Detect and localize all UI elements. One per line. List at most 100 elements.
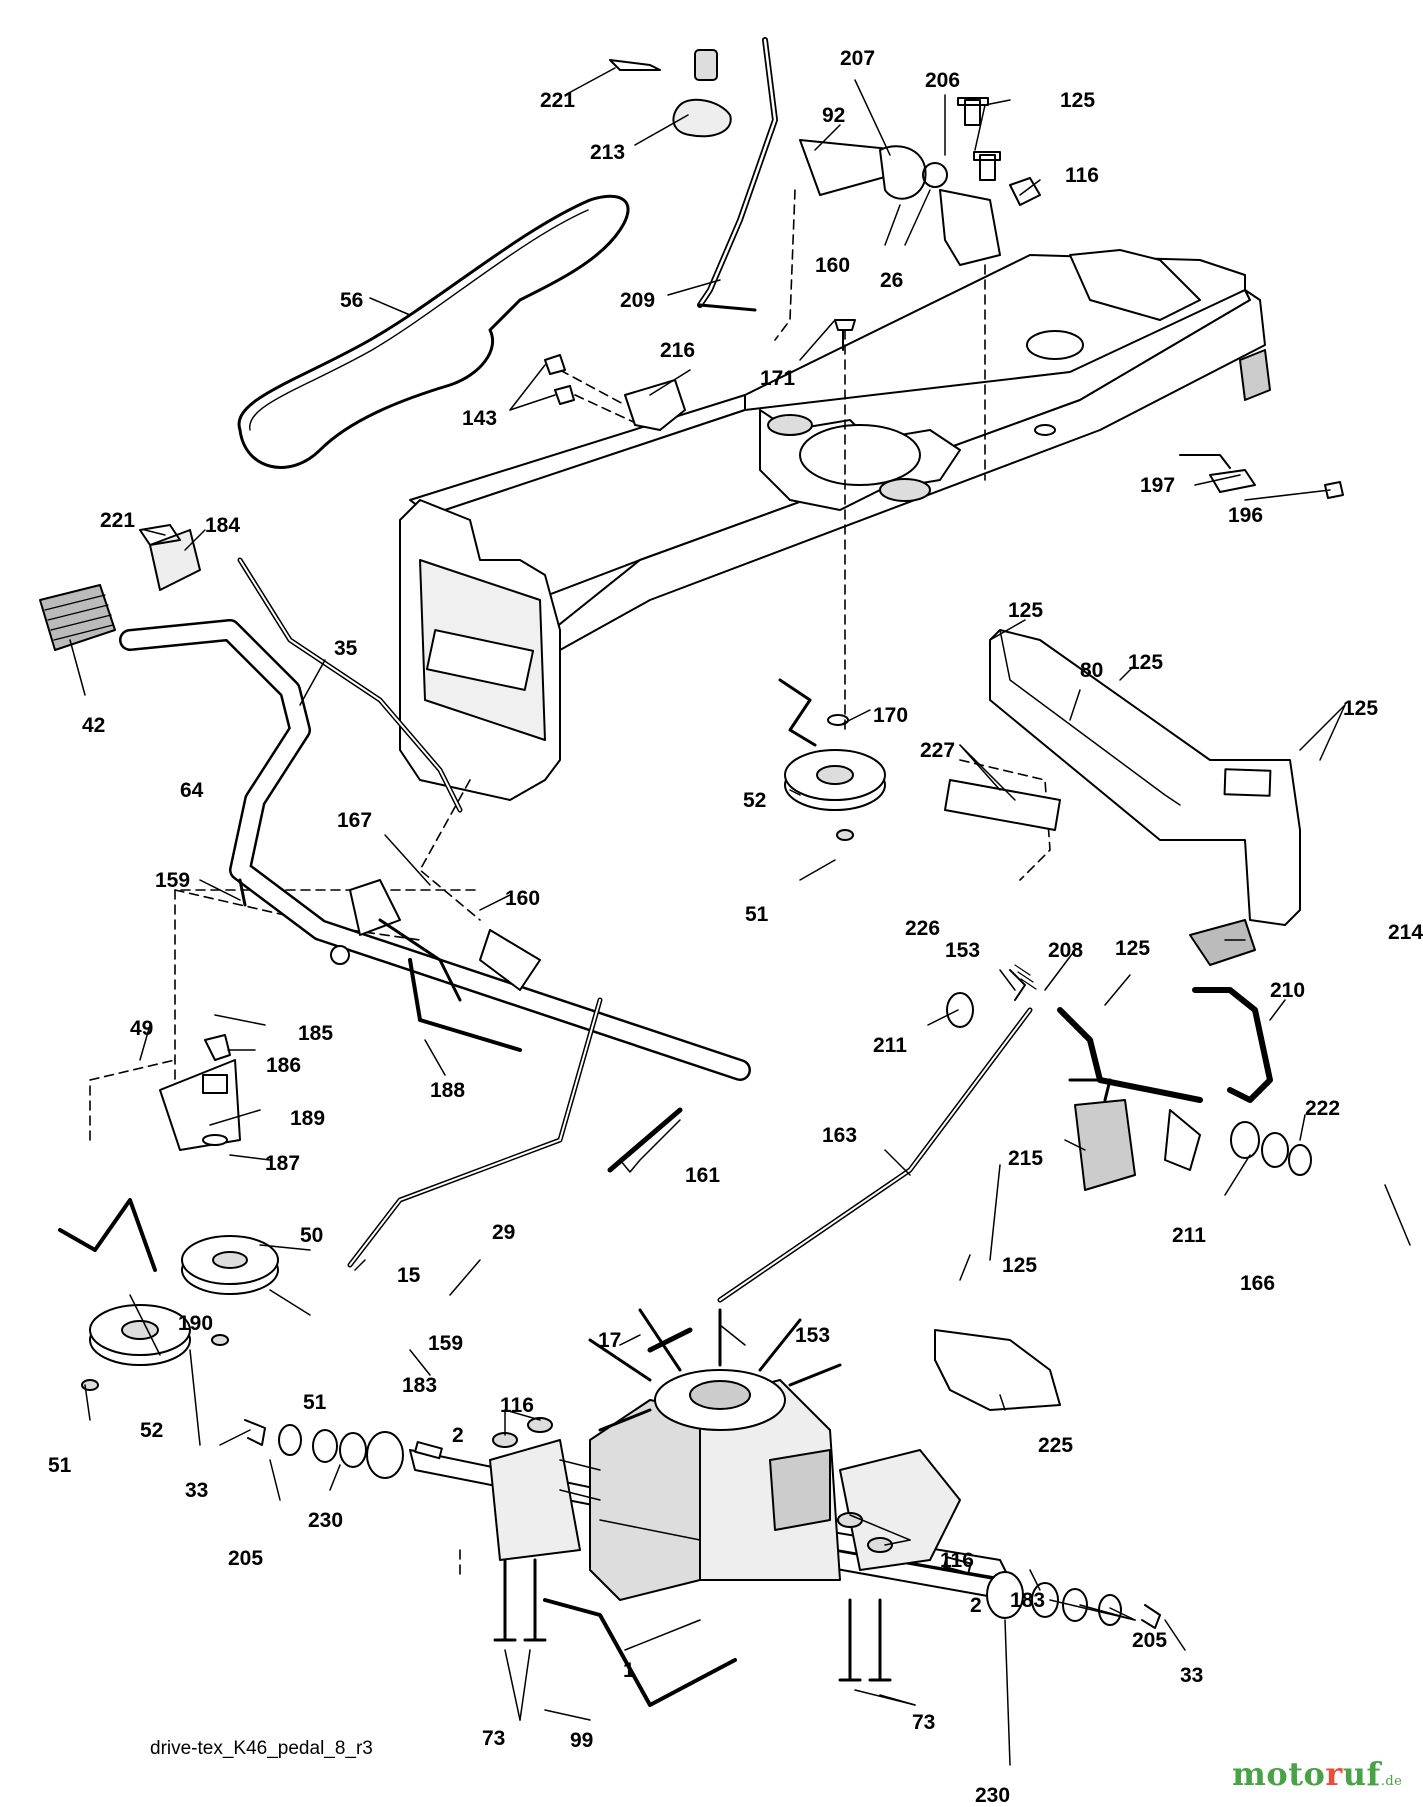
part-callout: 26 xyxy=(880,269,904,292)
mounting-bolts xyxy=(493,1558,892,1682)
part-callout: 222 xyxy=(1305,1097,1341,1120)
part-callout: 125 xyxy=(1128,651,1164,674)
part-callout: 206 xyxy=(925,69,961,92)
leader-lines xyxy=(69,67,1411,1766)
part-callout: 42 xyxy=(82,714,106,737)
part-callout: 153 xyxy=(945,939,981,962)
part-callout: 211 xyxy=(1172,1224,1206,1247)
part-callout: 189 xyxy=(290,1107,326,1130)
part-callout: 125 xyxy=(1002,1254,1038,1277)
part-callout: 208 xyxy=(1048,939,1084,962)
mounting-bracket xyxy=(944,629,1301,926)
part-callout: 211 xyxy=(873,1034,907,1057)
part-callout: 230 xyxy=(308,1509,344,1532)
part-callout: 125 xyxy=(1060,89,1096,112)
part-callout: 33 xyxy=(1180,1664,1204,1687)
part-callout: 190 xyxy=(178,1312,214,1335)
part-callout: 205 xyxy=(1132,1629,1168,1652)
bracket-plate xyxy=(934,1329,1061,1411)
part-callout: 197 xyxy=(1140,474,1176,497)
part-callout: 29 xyxy=(492,1221,516,1244)
part-callout: 73 xyxy=(482,1727,506,1750)
part-callout: 143 xyxy=(462,407,498,430)
part-callout: 51 xyxy=(303,1391,327,1414)
part-callout: 186 xyxy=(266,1054,302,1077)
part-callout: 49 xyxy=(130,1017,154,1040)
part-callout: 160 xyxy=(815,254,851,277)
part-callout: 64 xyxy=(180,779,204,802)
part-callout: 116 xyxy=(500,1394,534,1417)
part-callout: 221 xyxy=(540,89,576,112)
part-callout: 209 xyxy=(620,289,656,312)
part-callout: 161 xyxy=(685,1164,721,1187)
link-rods xyxy=(347,958,1033,1353)
lift-lever-assembly xyxy=(609,37,1001,312)
drive-pedal-assembly xyxy=(946,919,1312,1191)
brand-watermark: motoruf.de xyxy=(1232,1755,1402,1793)
part-callout: 159 xyxy=(428,1332,464,1355)
steering-control-shaft xyxy=(39,524,751,1081)
part-callout: 207 xyxy=(840,47,876,70)
chassis-frame xyxy=(399,249,1271,801)
part-callout: 188 xyxy=(430,1079,466,1102)
part-callout: 216 xyxy=(660,339,696,362)
part-callout: 33 xyxy=(185,1479,209,1502)
part-callout: 125 xyxy=(1343,697,1379,720)
part-callout: 92 xyxy=(822,104,846,127)
axle-spacers-right xyxy=(943,1556,1161,1629)
part-callout: 196 xyxy=(1228,504,1264,527)
part-callout: 214 xyxy=(1388,921,1423,944)
part-callout: 52 xyxy=(743,789,767,812)
part-callout: 225 xyxy=(1038,1434,1074,1457)
part-callout: 50 xyxy=(300,1224,324,1247)
idler-pulley-right xyxy=(778,678,886,841)
part-callout: 125 xyxy=(1008,599,1044,622)
bypass-rod xyxy=(543,1598,737,1707)
part-callout: 56 xyxy=(340,289,364,312)
part-callout: 159 xyxy=(155,869,191,892)
part-callout: 1 xyxy=(623,1659,635,1682)
drawing-code: drive-tex_K46_pedal_8_r3 xyxy=(150,1738,373,1759)
part-callout: 51 xyxy=(48,1454,72,1477)
part-callout: 184 xyxy=(205,514,241,537)
part-callout: 15 xyxy=(397,1264,421,1287)
transaxle-assembly xyxy=(409,1308,1011,1601)
part-callout: 35 xyxy=(334,637,358,660)
part-callout: 80 xyxy=(1080,659,1104,682)
part-callout: 185 xyxy=(298,1022,334,1045)
part-callout: 116 xyxy=(1065,164,1099,187)
part-callout: 205 xyxy=(228,1547,264,1570)
part-callout: 227 xyxy=(920,739,956,762)
drive-belt xyxy=(237,194,630,469)
part-callout: 221 xyxy=(100,509,136,532)
part-callout: 160 xyxy=(505,887,541,910)
part-callout: 171 xyxy=(760,367,796,390)
part-callout: 51 xyxy=(745,903,769,926)
brand-tld: .de xyxy=(1380,1774,1403,1789)
part-callout: 183 xyxy=(1010,1589,1046,1612)
part-callout: 166 xyxy=(1240,1272,1276,1295)
part-callout: 230 xyxy=(975,1784,1011,1807)
part-callout: 210 xyxy=(1270,979,1306,1002)
part-callout: 73 xyxy=(912,1711,936,1734)
part-callout: 170 xyxy=(873,704,909,727)
part-callout: 52 xyxy=(140,1419,164,1442)
part-callout: 226 xyxy=(905,917,941,940)
brand-part-1: moto xyxy=(1232,1755,1326,1793)
part-callout: 17 xyxy=(598,1329,622,1352)
part-callout: 163 xyxy=(822,1124,858,1147)
part-callout: 2 xyxy=(452,1424,464,1447)
part-callout: 99 xyxy=(570,1729,594,1752)
part-callout: 125 xyxy=(1115,937,1151,960)
part-callout: 187 xyxy=(265,1152,301,1175)
part-callout: 153 xyxy=(795,1324,831,1347)
part-callout: 215 xyxy=(1008,1147,1044,1170)
brand-part-3: uf xyxy=(1342,1755,1381,1793)
part-callout: 116 xyxy=(940,1549,974,1572)
part-callout: 213 xyxy=(590,141,626,164)
part-callout: 183 xyxy=(402,1374,438,1397)
axle-spacers-left xyxy=(244,1419,443,1479)
